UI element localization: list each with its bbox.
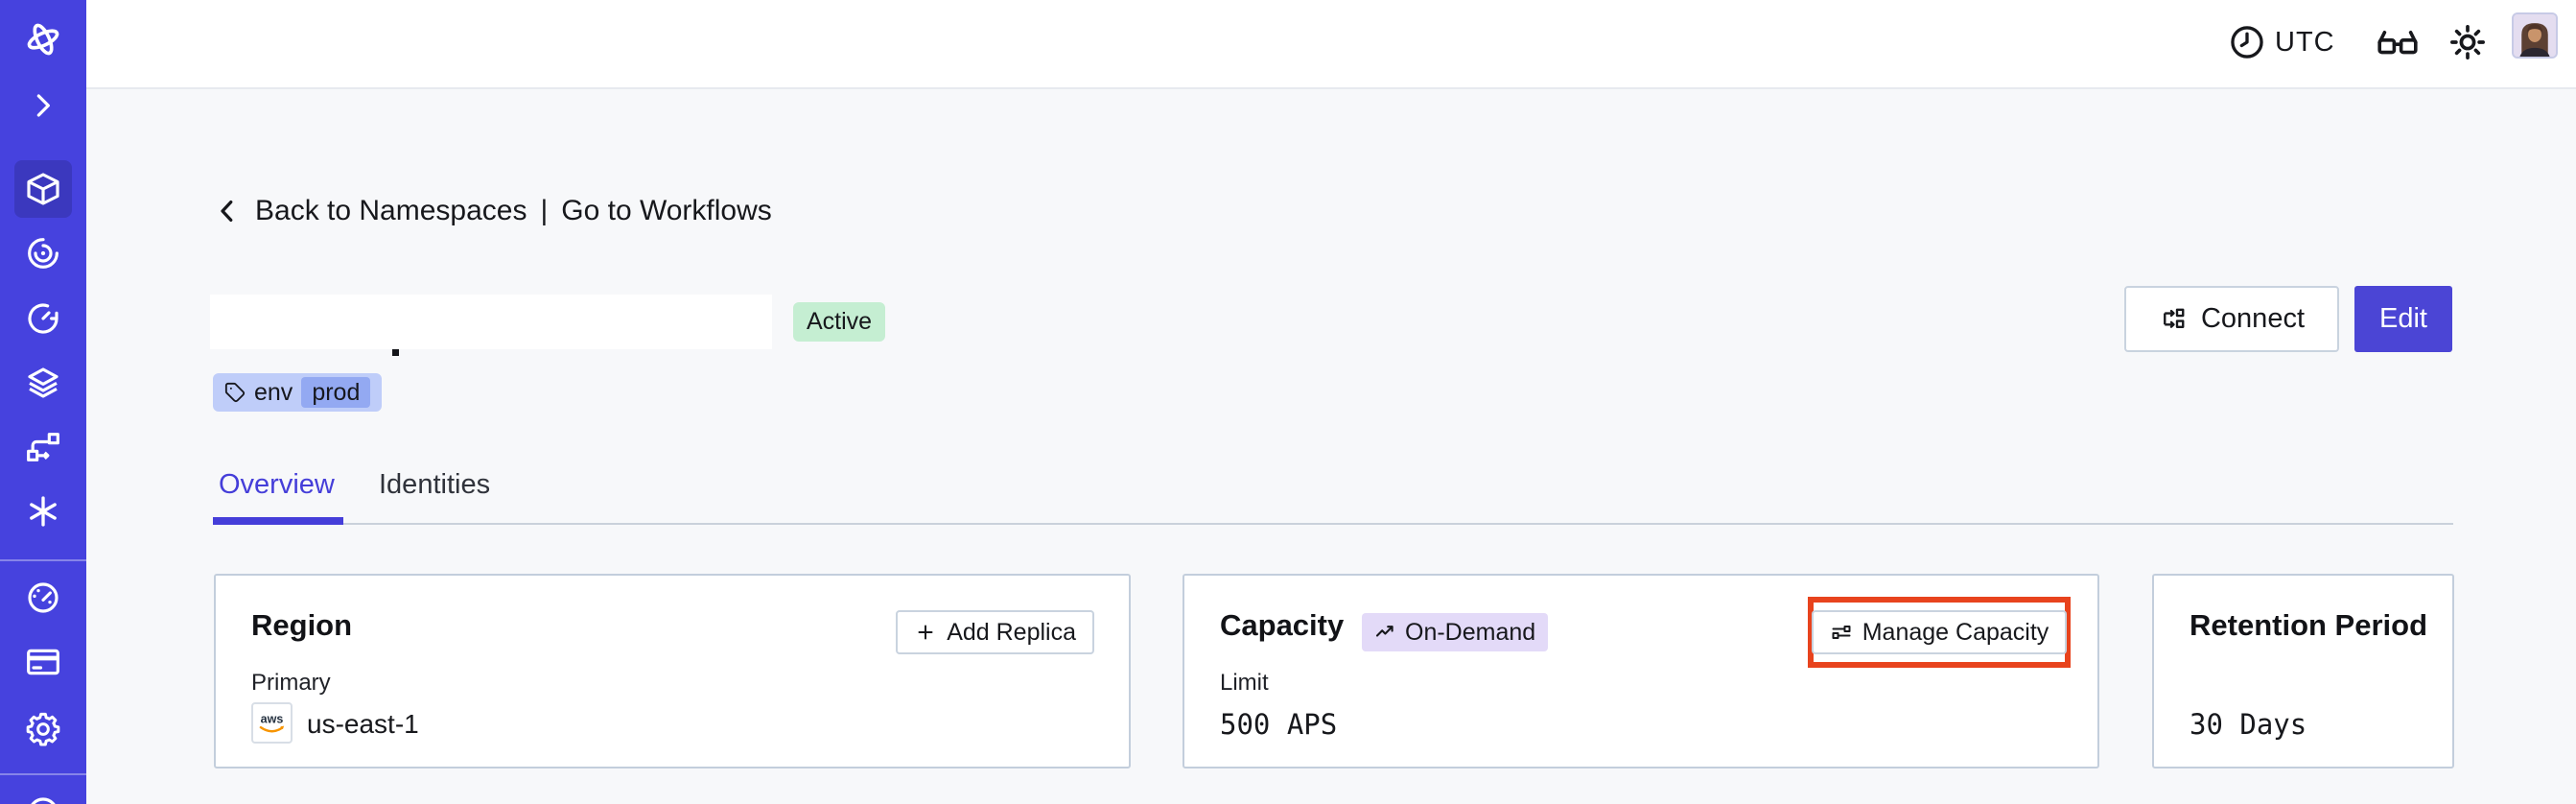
tabs-divider-line <box>213 523 2453 525</box>
connect-icon <box>2159 305 2188 334</box>
tab-identities[interactable]: Identities <box>379 469 491 500</box>
sidebar-item-settings-icon[interactable] <box>24 710 62 748</box>
temporal-logo-icon[interactable] <box>22 18 64 60</box>
sidebar-item-usage-icon[interactable] <box>24 579 62 617</box>
manage-capacity-button[interactable]: Manage Capacity <box>1811 610 2068 654</box>
sidebar-divider <box>0 559 86 561</box>
connect-button[interactable]: Connect <box>2124 286 2339 352</box>
region-field-label: Primary <box>251 670 331 696</box>
sidebar-item-help-icon[interactable] <box>24 793 62 804</box>
trend-up-icon <box>1374 621 1397 644</box>
capacity-card-title: Capacity <box>1220 608 1345 642</box>
sidebar-item-nexus-icon[interactable] <box>24 234 62 272</box>
sidebar-item-namespaces-icon[interactable] <box>24 170 62 208</box>
manage-capacity-label: Manage Capacity <box>1862 618 2049 646</box>
retention-card-title: Retention Period <box>2190 608 2428 642</box>
aws-provider-icon: aws <box>251 702 293 744</box>
sidebar-item-schedules-icon[interactable] <box>24 299 62 338</box>
tab-overview[interactable]: Overview <box>219 469 335 500</box>
top-bar <box>86 0 2576 89</box>
glasses-icon[interactable] <box>2375 26 2421 60</box>
tag-value-chip: prod <box>301 377 371 408</box>
tag-key: env <box>254 378 293 406</box>
sidebar-item-billing-icon[interactable] <box>24 643 62 681</box>
capacity-value: 500 APS <box>1220 708 1338 741</box>
sidebar-divider <box>0 773 86 775</box>
retention-value: 30 Days <box>2190 708 2307 741</box>
namespace-tag[interactable]: env prod <box>213 373 383 412</box>
breadcrumb-back-link[interactable]: Back to Namespaces <box>255 195 527 226</box>
region-value: us-east-1 <box>307 709 419 739</box>
top-bar-content: UTC <box>0 0 2576 89</box>
edit-button-label: Edit <box>2379 303 2427 334</box>
plus-icon <box>914 621 937 644</box>
theme-sun-icon[interactable] <box>2447 21 2489 63</box>
capacity-field-label: Limit <box>1220 670 1269 696</box>
expand-chevron-icon[interactable] <box>28 90 59 121</box>
namespace-title-redacted <box>210 295 772 349</box>
breadcrumb-separator: | <box>540 195 549 226</box>
capacity-card: Capacity On-Demand Manage Capacity <box>1183 574 2099 769</box>
user-avatar[interactable] <box>2512 12 2558 59</box>
breadcrumb-workflows-link[interactable]: Go to Workflows <box>561 195 772 226</box>
active-tab-underline <box>213 517 343 525</box>
sidebar-item-batch-operations-icon[interactable] <box>24 428 62 466</box>
sidebar-item-deployments-icon[interactable] <box>24 364 62 402</box>
connect-button-label: Connect <box>2200 303 2305 334</box>
highlight-box: Manage Capacity <box>1808 597 2071 668</box>
add-replica-button[interactable]: Add Replica <box>896 610 1094 654</box>
namespace-title-descender <box>392 349 399 356</box>
sliders-icon <box>1830 621 1853 644</box>
svg-text:aws: aws <box>261 713 284 726</box>
sidebar-item-integrations-icon[interactable] <box>24 492 62 531</box>
ondemand-badge-label: On-Demand <box>1405 618 1536 646</box>
clock-icon[interactable] <box>2227 22 2267 62</box>
edit-button[interactable]: Edit <box>2354 286 2452 352</box>
region-card: Region Add Replica Primary aws us-east-1 <box>214 574 1131 769</box>
region-card-title: Region <box>251 608 353 642</box>
retention-card: Retention Period 30 Days <box>2152 574 2454 769</box>
add-replica-label: Add Replica <box>947 618 1076 646</box>
back-chevron-icon[interactable] <box>213 197 242 225</box>
ondemand-badge: On-Demand <box>1362 613 1549 651</box>
sidebar-nav <box>0 0 86 804</box>
tag-icon <box>224 382 246 403</box>
timezone-label[interactable]: UTC <box>2275 27 2335 58</box>
status-badge: Active <box>793 302 886 342</box>
breadcrumb: Back to Namespaces | Go to Workflows <box>213 195 772 227</box>
